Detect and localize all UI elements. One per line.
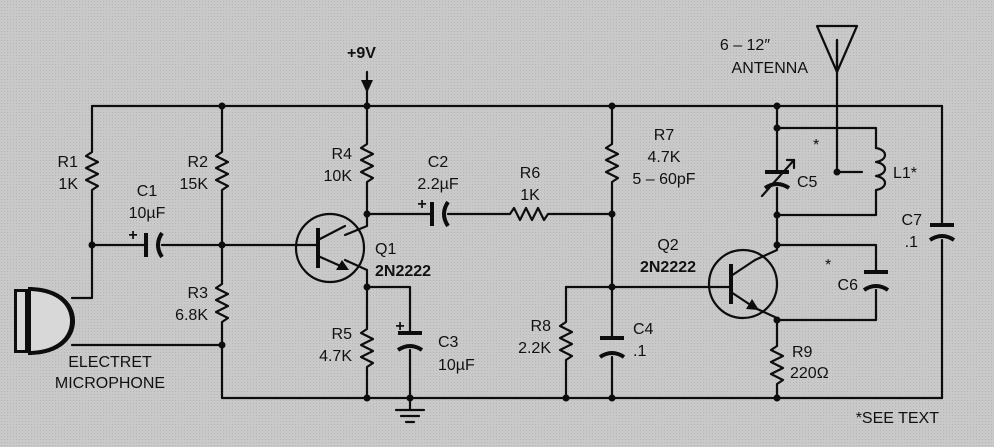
r3-ref: R3: [188, 285, 209, 302]
resistor-r7-icon: [604, 138, 620, 190]
r5-ref: R5: [332, 326, 353, 343]
r9-ref: R9: [792, 344, 813, 361]
capacitor-c2-icon: [415, 200, 450, 228]
inductor-l1-icon: [874, 146, 887, 198]
c6-star-mark: *: [825, 257, 831, 274]
r4-ref: R4: [332, 146, 353, 163]
junction-dots: [88, 102, 841, 402]
transistor-q2-icon: [707, 248, 779, 320]
supply-label: +9V: [347, 45, 376, 62]
r7-extra-value: 5 – 60pF: [632, 171, 695, 188]
r6-value: 1K: [520, 187, 540, 204]
capacitor-c4-icon: [598, 336, 626, 359]
c7-ref: C7: [902, 212, 923, 229]
resistor-r2-icon: [214, 146, 230, 198]
c3-value: 10µF: [438, 357, 475, 374]
r9-value: 220Ω: [790, 365, 829, 382]
c3-plus-mark: +: [395, 318, 404, 335]
microphone-label-line1: ELECTRET: [68, 354, 152, 371]
antenna-icon: [815, 24, 859, 74]
r5-value: 4.7K: [319, 348, 352, 365]
q2-ref: Q2: [657, 237, 678, 254]
footnote: *SEE TEXT: [856, 410, 940, 427]
c3-ref: C3: [438, 334, 459, 351]
c6-ref: C6: [838, 277, 859, 294]
r3-value: 6.8K: [175, 307, 208, 324]
resistor-r3-icon: [214, 278, 230, 330]
r2-ref: R2: [188, 154, 209, 171]
q1-ref: Q1: [375, 241, 396, 258]
supply-arrow-icon: [361, 80, 373, 93]
r1-value: 1K: [58, 176, 78, 193]
c5-star-mark: *: [813, 137, 819, 154]
resistor-r1-icon: [84, 146, 100, 198]
electret-microphone-icon: [14, 287, 75, 355]
r7-value: 4.7K: [648, 149, 681, 166]
antenna-size-label: 6 – 12″: [720, 37, 770, 54]
c1-ref: C1: [137, 183, 158, 200]
transistor-q1-icon: [294, 212, 366, 284]
q2-part: 2N2222: [640, 259, 696, 276]
r8-value: 2.2K: [518, 340, 551, 357]
c2-value: 2.2µF: [417, 176, 458, 193]
capacitor-c6-icon: [862, 270, 890, 292]
q1-part: 2N2222: [375, 263, 431, 280]
c4-value: .1: [633, 343, 646, 360]
r8-ref: R8: [531, 318, 552, 335]
capacitor-c1-icon: [134, 231, 164, 259]
microphone-label-line2: MICROPHONE: [55, 375, 165, 392]
antenna-label: ANTENNA: [732, 60, 809, 77]
c5-ref: C5: [797, 174, 818, 191]
c4-ref: C4: [633, 321, 654, 338]
capacitor-c5-icon: [760, 158, 796, 198]
r6-ref: R6: [520, 165, 541, 182]
capacitor-c3-icon: [396, 323, 424, 352]
l1-ref: L1*: [893, 165, 917, 182]
resistor-r9-icon: [769, 340, 785, 392]
r2-value: 15K: [180, 176, 209, 193]
resistor-r5-icon: [359, 323, 375, 375]
c2-ref: C2: [428, 154, 449, 171]
resistor-r4-icon: [359, 138, 375, 190]
c7-value: .1: [905, 234, 918, 251]
r7-ref: R7: [654, 127, 675, 144]
r1-ref: R1: [58, 154, 79, 171]
c2-plus-mark: +: [417, 196, 426, 213]
resistor-r8-icon: [558, 316, 574, 368]
resistor-r6-icon: [504, 206, 556, 222]
c1-value: 10µF: [129, 205, 166, 222]
c1-plus-mark: +: [128, 227, 137, 244]
capacitor-c7-icon: [928, 223, 956, 242]
r4-value: 10K: [324, 168, 353, 185]
ground-icon: [394, 408, 426, 424]
